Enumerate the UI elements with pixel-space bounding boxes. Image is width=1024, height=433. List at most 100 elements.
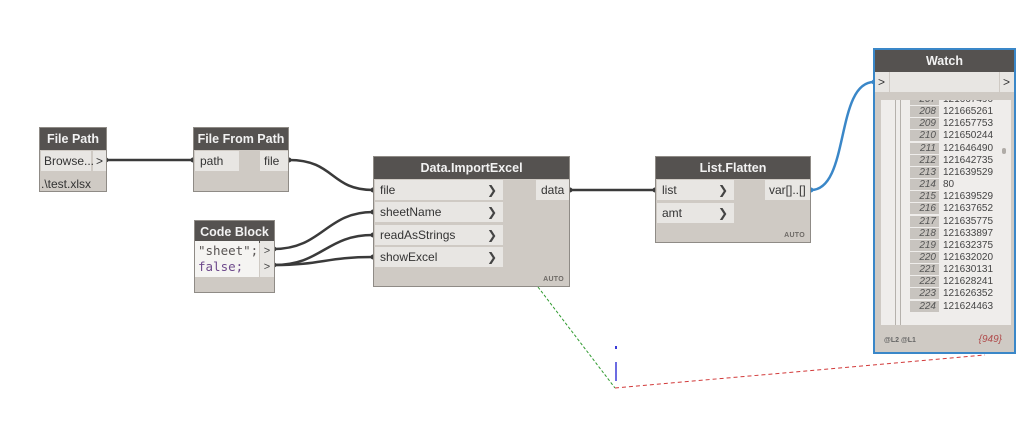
input-port-sheetname[interactable]: sheetName ❯ <box>375 202 503 222</box>
chevron-right-icon: > <box>263 261 271 273</box>
list-item-value: 121633897 <box>943 227 994 239</box>
list-item-index: 208 <box>910 106 939 118</box>
output-port-file[interactable]: file <box>260 151 288 171</box>
list-item-value: 121637652 <box>943 203 994 215</box>
list-item-index: 210 <box>910 130 939 142</box>
node-title: Code Block <box>195 221 274 243</box>
file-from-path-node[interactable]: File From Path path file <box>193 127 289 192</box>
input-port-readasstrings[interactable]: readAsStrings ❯ <box>375 225 503 245</box>
list-item-value: 121635775 <box>943 215 994 227</box>
list-item-index: 212 <box>910 154 939 166</box>
wire-file-to-importexcel <box>288 158 374 192</box>
chevron-right-icon: ❯ <box>486 205 497 219</box>
list-item-value: 121624463 <box>943 300 994 312</box>
chevron-right-icon: > <box>263 245 271 257</box>
node-title: Data.ImportExcel <box>374 157 569 179</box>
guide-line-red <box>614 354 986 389</box>
list-item-value: 121650244 <box>943 130 994 142</box>
list-item-index: 223 <box>910 288 939 300</box>
list-flatten-node[interactable]: List.Flatten list ❯ amt ❯ var[]..[] AUTO <box>655 156 811 243</box>
code-line-sheet[interactable]: "sheet"; <box>195 241 259 261</box>
input-port-watch[interactable]: > <box>875 72 889 92</box>
chevron-right-icon: ❯ <box>486 250 497 264</box>
chevron-right-icon: ❯ <box>486 183 497 197</box>
wire-sheet-to-sheetname <box>273 210 374 251</box>
list-item: 217 121635775 <box>881 215 1001 228</box>
list-item-value: 121665261 <box>943 106 994 118</box>
list-item-index: 217 <box>910 215 939 227</box>
watch-header-bar <box>890 72 999 92</box>
browse-button[interactable]: Browse... <box>41 151 94 171</box>
code-line-false[interactable]: false; <box>195 257 259 277</box>
list-item-index: 222 <box>910 276 939 288</box>
list-item-index: 215 <box>910 191 939 203</box>
port-label: sheetName <box>380 205 442 219</box>
output-port-var[interactable]: var[]..[] <box>765 180 810 200</box>
list-item: 219 121632375 <box>881 239 1001 252</box>
output-port-line2[interactable]: > <box>260 257 274 277</box>
list-item-value: 80 <box>943 179 955 191</box>
port-label: path <box>200 154 224 168</box>
list-item-value: 121632375 <box>943 239 994 251</box>
list-item-index: 218 <box>910 227 939 239</box>
tree-guide-line <box>895 100 896 325</box>
list-item-value: 121639529 <box>943 191 994 203</box>
port-label: amt <box>662 206 683 220</box>
input-port-list[interactable]: list ❯ <box>657 180 734 200</box>
output-port-line1[interactable]: > <box>260 241 274 261</box>
list-item-index: 211 <box>910 142 939 154</box>
file-path-node[interactable]: File Path Browse... > .\test.xlsx <box>39 127 107 192</box>
list-item-index: 221 <box>910 264 939 276</box>
wire-false-to-readasstrings <box>273 233 374 267</box>
input-port-file[interactable]: file ❯ <box>375 180 503 200</box>
input-port-showexcel[interactable]: showExcel ❯ <box>375 247 503 267</box>
output-port-data[interactable]: data <box>536 180 569 200</box>
list-item-value: 121628241 <box>943 276 994 288</box>
file-path-value: .\test.xlsx <box>41 177 92 191</box>
lacing-label: AUTO <box>543 276 564 283</box>
list-item-value: 121667490 <box>943 100 993 106</box>
chevron-right-icon: > <box>96 154 104 168</box>
chevron-right-icon: ❯ <box>717 183 728 197</box>
list-item-value: 121632020 <box>943 251 994 263</box>
cursor-tick <box>615 346 617 349</box>
input-port-path[interactable]: path <box>195 151 239 171</box>
port-label: file <box>380 183 396 197</box>
list-item-index: 214 <box>910 179 939 191</box>
watch-node[interactable]: Watch > > 207121667490208121665261209121… <box>873 48 1016 354</box>
list-item: 210 121650244 <box>881 130 1001 142</box>
node-title: File From Path <box>194 128 288 150</box>
chevron-right-icon: > <box>878 75 886 89</box>
list-item-value: 121642735 <box>943 154 994 166</box>
code-text: "sheet"; <box>198 243 259 258</box>
wire-false-to-showexcel <box>273 255 374 267</box>
input-port-amt[interactable]: amt ❯ <box>657 203 734 223</box>
list-item: 207 121667490 <box>881 100 1001 106</box>
port-label: var[]..[] <box>769 183 806 197</box>
list-item-index: 207 <box>910 100 939 105</box>
wire-flatten-to-watch <box>810 80 875 192</box>
chevron-right-icon: ❯ <box>717 206 728 220</box>
list-item-value: 121657753 <box>943 118 994 130</box>
import-excel-node[interactable]: Data.ImportExcel file ❯ sheetName ❯ read… <box>373 156 570 287</box>
tree-guide-line <box>900 100 901 325</box>
list-item: 218 121633897 <box>881 227 1001 240</box>
list-item: 222 121628241 <box>881 276 1001 288</box>
node-title: File Path <box>40 128 106 150</box>
scrollbar-thumb[interactable] <box>1002 148 1006 154</box>
watch-count: {949} <box>978 334 1002 345</box>
output-port-watch[interactable]: > <box>1000 72 1014 92</box>
watch-list[interactable]: 2071216674902081216652612091216577532101… <box>881 100 1011 325</box>
code-block-node[interactable]: Code Block "sheet"; > false; > <box>194 220 275 293</box>
list-item-index: 219 <box>910 239 939 251</box>
watch-levels: @L2 @L1 <box>884 337 916 344</box>
output-port[interactable]: > <box>93 151 106 171</box>
list-item: 212 121642735 <box>881 154 1001 167</box>
port-label: data <box>541 183 565 197</box>
code-text: false; <box>198 259 244 274</box>
